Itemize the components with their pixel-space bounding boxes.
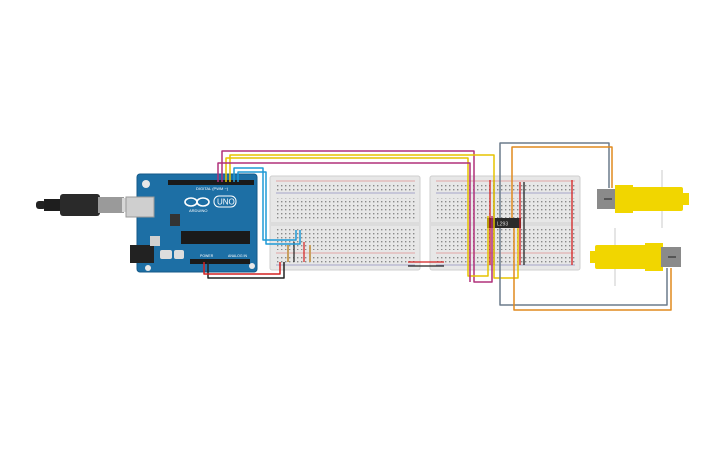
dc-motor-top[interactable]: [597, 170, 689, 228]
wire-yellow[interactable]: [225, 157, 489, 277]
dc-motor-bottom[interactable]: [590, 228, 681, 286]
breadboard-left[interactable]: [269, 175, 421, 271]
arduino-brand-label: ARDUINO: [189, 208, 207, 213]
l293-driver-chip[interactable]: L293: [487, 218, 521, 228]
analog-header-label: ANALOG IN: [228, 254, 248, 258]
wire-black-gnd[interactable]: [207, 262, 285, 279]
arduino-infinity-logo: [184, 197, 210, 207]
power-header-label: POWER: [200, 254, 214, 258]
digital-header-label: DIGITAL (PWM ~): [196, 186, 229, 191]
usb-cable: [36, 194, 142, 216]
digital-header-pins[interactable]: [168, 180, 254, 185]
analog-header-pins[interactable]: [190, 259, 250, 264]
wire-blue[interactable]: [233, 167, 297, 241]
wire-magenta[interactable]: [221, 150, 493, 283]
arduino-model-label: UNO: [217, 198, 235, 207]
arduino-uno-board[interactable]: DIGITAL (PWM ~) POWER ANALOG IN UNO ARDU…: [125, 173, 258, 273]
wire-gray-top[interactable]: [499, 142, 610, 218]
wire-red-5v[interactable]: [203, 262, 281, 275]
wire-blue-2[interactable]: [237, 171, 301, 245]
wire-orange-top[interactable]: [511, 146, 613, 218]
chip-label: L293: [497, 222, 508, 228]
wire-orange-bottom[interactable]: [513, 228, 672, 311]
breadboard-jumpers: [287, 180, 573, 267]
wires: [203, 142, 672, 311]
wire-gray-bottom[interactable]: [499, 228, 668, 306]
wire-magenta-2[interactable]: [217, 162, 471, 282]
wire-yellow-2[interactable]: [229, 154, 519, 279]
